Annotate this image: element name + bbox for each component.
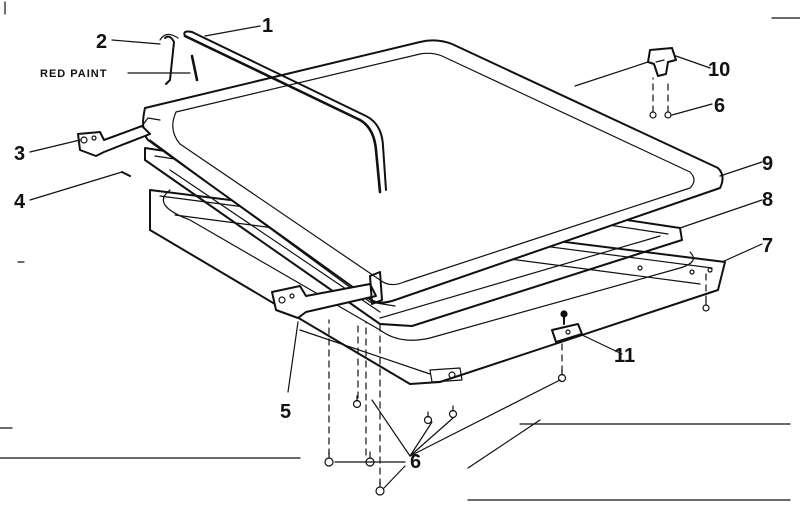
scan-artifacts — [0, 1, 800, 501]
handle-rod — [183, 30, 387, 194]
screw — [448, 405, 458, 419]
latch-bracket — [647, 47, 677, 77]
pin — [121, 171, 131, 177]
left-hinge — [77, 117, 161, 157]
callout-10: 10 — [708, 59, 730, 81]
handle-rod-2 — [159, 33, 199, 85]
red-paint-mark — [190, 54, 199, 82]
seal-gasket — [162, 189, 694, 341]
callout-5: 5 — [280, 401, 291, 423]
callout-8: 8 — [762, 189, 773, 211]
screw — [423, 411, 433, 425]
leader-lines — [29, 25, 763, 489]
callout-4: 4 — [14, 191, 26, 213]
callout-6: 6 — [410, 451, 421, 473]
callout-9: 9 — [762, 153, 773, 175]
callout-11: 11 — [614, 345, 635, 367]
screw — [352, 395, 362, 409]
screw — [365, 451, 375, 467]
screw — [664, 111, 672, 119]
alignment-lines — [328, 61, 707, 486]
callout-7: 7 — [762, 235, 773, 257]
small-bracket — [551, 310, 583, 343]
right-hinge — [271, 271, 383, 319]
screw — [649, 111, 657, 119]
callout-1: 1 — [262, 15, 273, 37]
red-paint-label: RED PAINT — [40, 68, 107, 80]
lid-panel — [142, 39, 724, 307]
callout-6: 6 — [714, 95, 725, 117]
callout-3: 3 — [14, 143, 25, 165]
callout-2: 2 — [96, 31, 107, 53]
